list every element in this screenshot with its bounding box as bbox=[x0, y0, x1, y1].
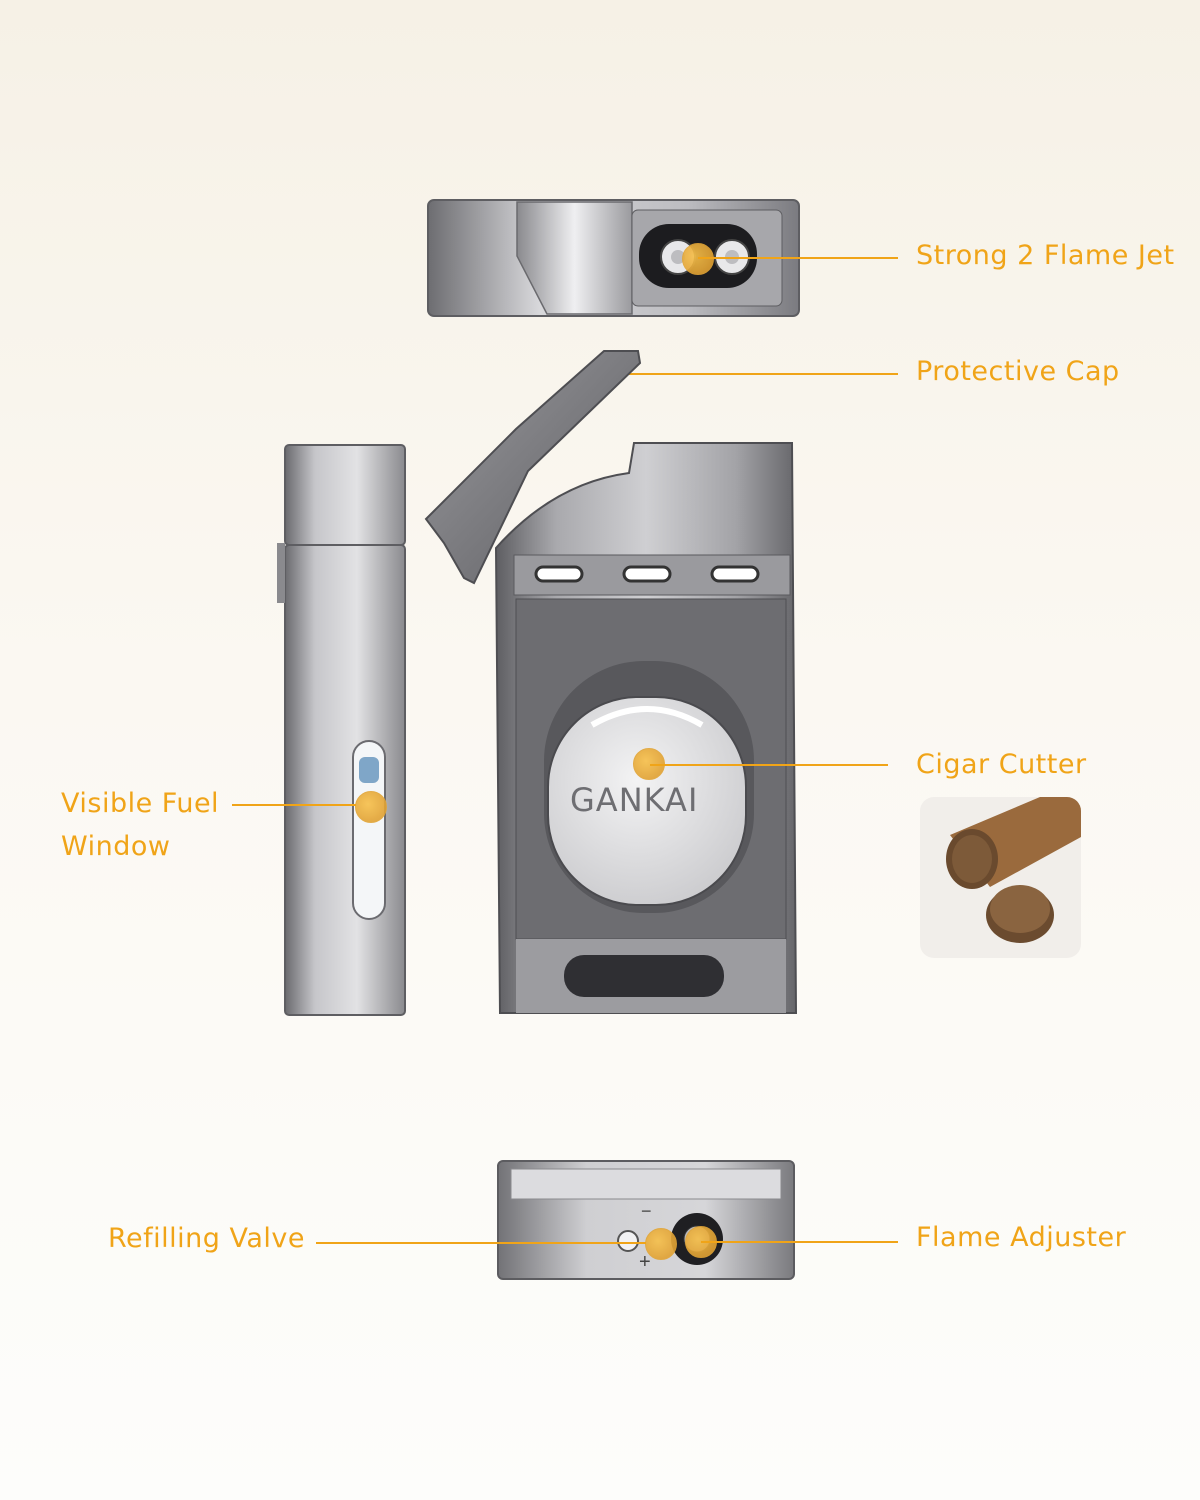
cigar-cutter-line bbox=[650, 764, 888, 766]
fuel-window-marker bbox=[355, 791, 387, 823]
lighter-front-illustration bbox=[424, 350, 798, 1014]
lighter-bottom-illustration bbox=[497, 1160, 795, 1280]
brand-logo: GANKAI bbox=[570, 781, 699, 819]
flame-adjuster-line bbox=[701, 1241, 898, 1243]
flame-jet-marker bbox=[682, 243, 714, 275]
protective-cap-line bbox=[600, 373, 898, 375]
lighter-bottom-view: − + bbox=[497, 1159, 795, 1281]
fuel-window-label-line1: Visible Fuel bbox=[61, 788, 220, 819]
lighter-front-view: GANKAI bbox=[424, 343, 799, 1018]
cigar-photo bbox=[920, 797, 1081, 958]
refilling-valve-marker bbox=[645, 1228, 677, 1260]
valve-minus-mark: − bbox=[641, 1201, 652, 1221]
flame-adjuster-label: Flame Adjuster bbox=[916, 1222, 1127, 1253]
flame-jet-line bbox=[698, 257, 898, 259]
protective-cap-label: Protective Cap bbox=[916, 356, 1120, 387]
cigar-illustration bbox=[946, 797, 1081, 943]
fuel-window-label-line2: Window bbox=[61, 831, 171, 862]
refilling-valve-label: Refilling Valve bbox=[108, 1223, 306, 1254]
valve-plus-mark: + bbox=[639, 1251, 651, 1273]
flame-jet-label: Strong 2 Flame Jet bbox=[916, 240, 1175, 271]
fuel-window-line bbox=[232, 804, 356, 806]
refilling-valve-line bbox=[316, 1242, 646, 1244]
cigar-cutter-label: Cigar Cutter bbox=[916, 749, 1087, 780]
lighter-side-view bbox=[275, 443, 407, 1018]
lighter-side-illustration bbox=[277, 444, 406, 1016]
